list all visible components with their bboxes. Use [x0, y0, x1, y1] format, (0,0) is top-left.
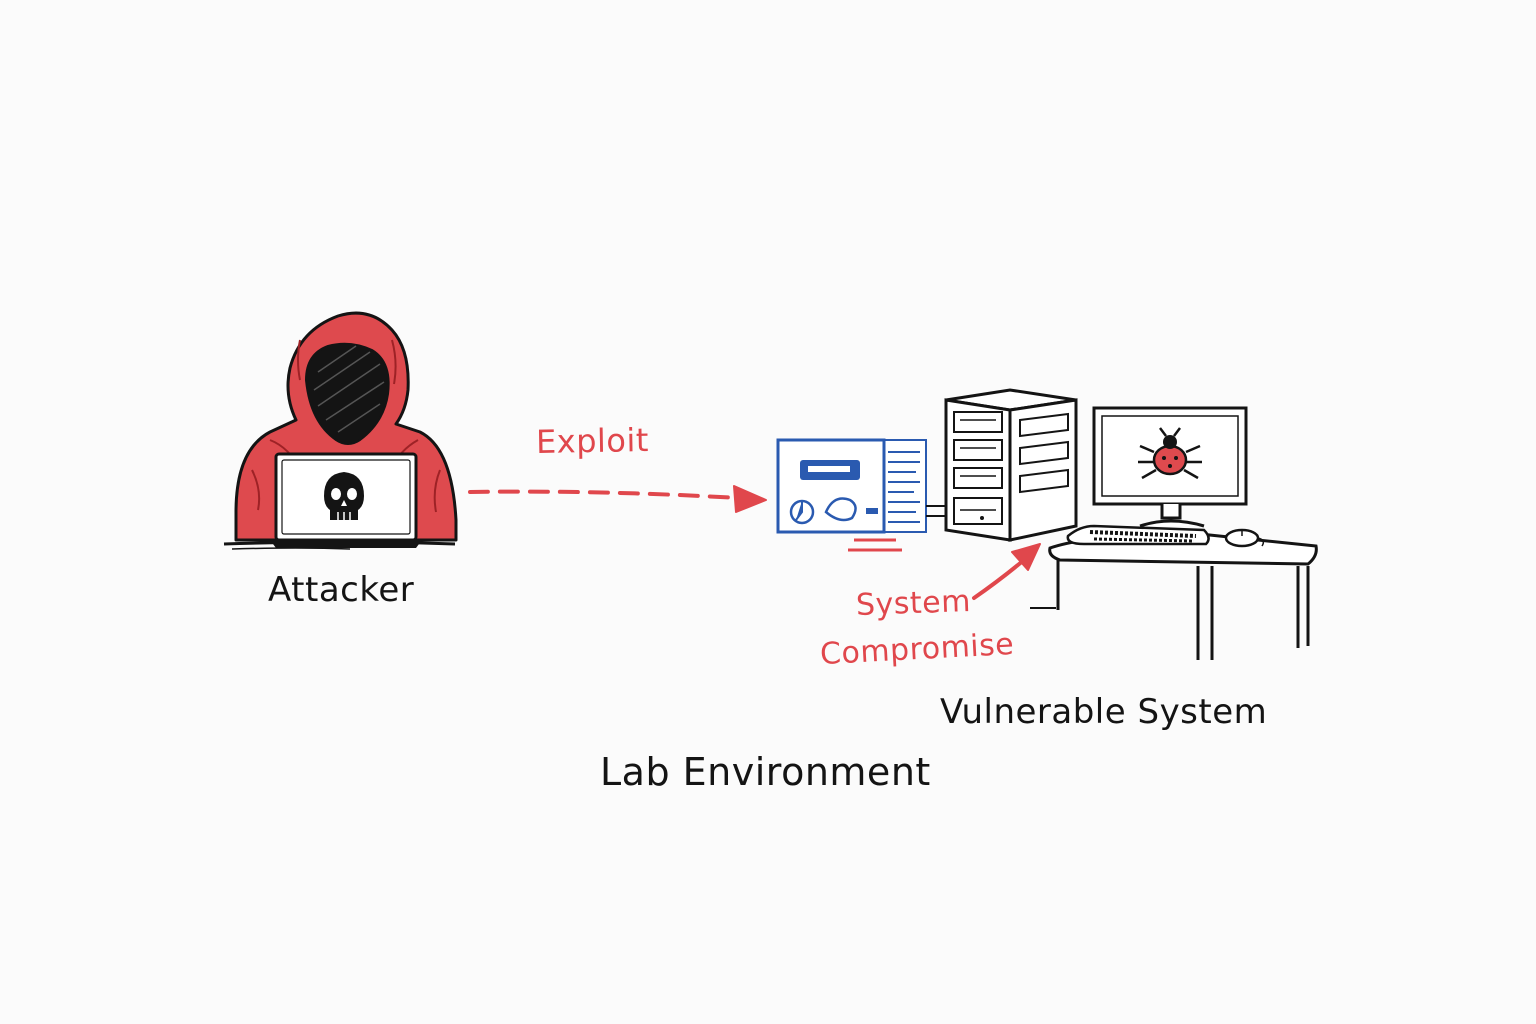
bug-icon — [1138, 427, 1202, 480]
lab-environment-label: Lab Environment — [600, 750, 931, 794]
server-tower-icon — [944, 388, 1078, 542]
desk-icon — [1030, 532, 1318, 660]
exploit-payload-icon — [776, 438, 946, 552]
mouse-icon — [1224, 528, 1265, 548]
system-compromise-arrow — [972, 543, 1041, 600]
keyboard-icon — [1066, 524, 1210, 546]
system-compromise-label-line1: System — [855, 584, 972, 623]
attacker-label: Attacker — [268, 570, 415, 610]
exploit-label: Exploit — [535, 421, 650, 461]
exploit-arrow — [468, 485, 767, 513]
skull-icon — [324, 472, 364, 520]
vulnerable-system-label: Vulnerable System — [940, 692, 1268, 732]
